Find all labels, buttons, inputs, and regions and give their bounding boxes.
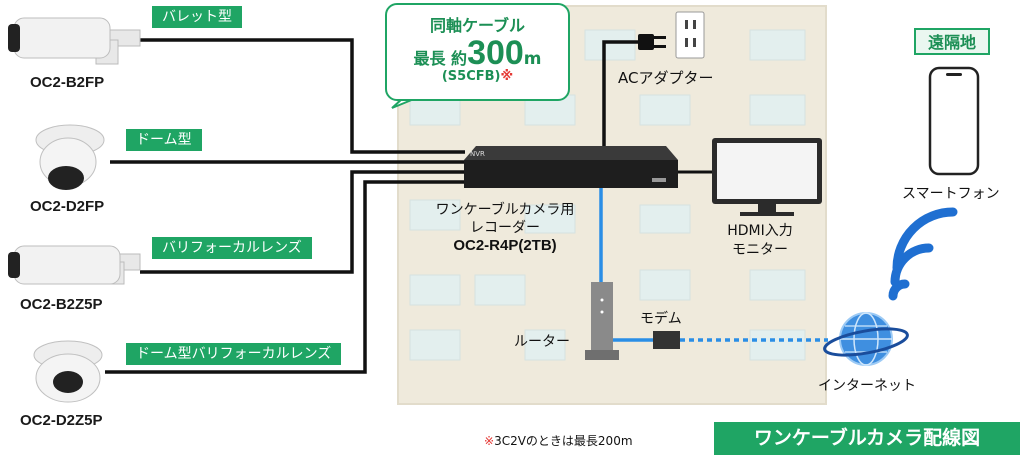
- coaxial-cables: [105, 38, 640, 374]
- smartphone-label: スマートフォン: [902, 186, 1000, 202]
- monitor-label-line1: HDMI入力: [727, 223, 793, 239]
- diagram-title: ワンケーブルカメラ配線図: [714, 422, 1020, 455]
- cable-length-callout: 同軸ケーブル 最長 約300m (S5CFB)※: [385, 3, 570, 101]
- remote-location-badge: 遠隔地: [914, 28, 990, 55]
- recorder-brand: NVR: [470, 150, 485, 158]
- recorder-model: OC2-R4P(2TB): [453, 237, 557, 254]
- wifi-signal-icon: [888, 207, 958, 301]
- power-plug-icon: [638, 34, 666, 50]
- hdmi-monitor-icon: [712, 138, 822, 216]
- nvr-recorder-icon: [464, 146, 678, 188]
- ac-outlet-icon: [675, 11, 705, 59]
- callout-length-row: 最長 約300m: [387, 34, 568, 73]
- lan-cables: [599, 188, 828, 342]
- callout-length-number: 300: [467, 34, 524, 72]
- internet-globe-icon: [823, 312, 909, 366]
- camera-1-type-tag: バレット型: [152, 6, 242, 28]
- ac-adapter-label: ACアダプター: [618, 69, 714, 87]
- callout-cable-type: (S5CFB): [441, 69, 501, 84]
- modem-label: モデム: [640, 311, 682, 327]
- recorder-label: ワンケーブルカメラ用 レコーダー OC2-R4P(2TB): [410, 201, 600, 255]
- router-icon: [585, 282, 619, 360]
- camera-4-dome-illustration: [33, 340, 103, 403]
- camera-2-model: OC2-D2FP: [30, 198, 105, 215]
- callout-cable-title: 同軸ケーブル: [429, 16, 526, 35]
- modem-icon: [653, 331, 680, 349]
- camera-2-type-tag: ドーム型: [126, 129, 202, 151]
- camera-3-type-tag: バリフォーカルレンズ: [152, 237, 312, 259]
- callout-length-prefix: 最長 約: [413, 49, 468, 68]
- camera-1-model: OC2-B2FP: [30, 74, 105, 91]
- camera-4-type-tag: ドーム型バリフォーカルレンズ: [126, 343, 342, 365]
- monitor-label: HDMI入力 モニター: [700, 222, 820, 260]
- callout-cable-type-row: (S5CFB)※: [387, 69, 568, 84]
- footnote-mark: ※: [484, 434, 495, 448]
- smartphone-icon: [928, 66, 980, 176]
- camera-4-model: OC2-D2Z5P: [20, 412, 103, 429]
- camera-3-bullet-illustration: [8, 245, 141, 285]
- callout-length-unit: m: [523, 49, 542, 69]
- camera-1-bullet-illustration: [8, 17, 141, 65]
- callout-note-mark: ※: [500, 69, 514, 84]
- monitor-label-line2: モニター: [732, 242, 788, 258]
- recorder-label-line1: ワンケーブルカメラ用: [435, 202, 575, 218]
- footnote-text: 3C2Vのときは最長200m: [494, 434, 633, 448]
- camera-2-dome-illustration: [35, 124, 105, 190]
- footnote: ※3C2Vのときは最長200m: [484, 432, 633, 449]
- router-label: ルーター: [514, 334, 570, 350]
- internet-label: インターネット: [818, 378, 916, 394]
- camera-3-model: OC2-B2Z5P: [20, 296, 103, 313]
- recorder-label-line2: レコーダー: [470, 220, 540, 236]
